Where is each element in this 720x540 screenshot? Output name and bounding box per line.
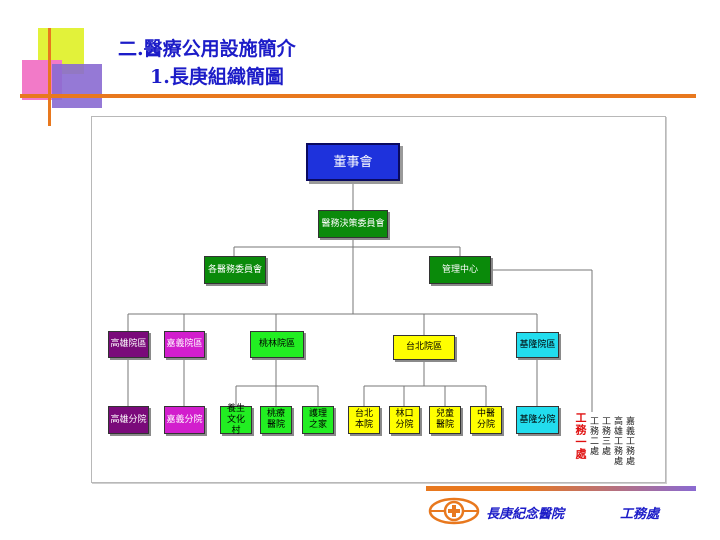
kaohsiung-district-node: 高雄院區: [108, 331, 149, 358]
taoyuan-hospital-node: 桃療 醫院: [260, 406, 292, 434]
chiayi-district-node: 嘉義院區: [164, 331, 205, 358]
hospital-logo-icon: [428, 497, 480, 525]
deco-vertical-rule: [48, 28, 51, 126]
wellness-village-node: 養生 文化村: [220, 404, 252, 436]
policy-committee-node: 醫務決策委員會: [318, 210, 388, 238]
works-dept-3-label: 工務三處: [600, 416, 610, 456]
footer-hospital-name: 長庚紀念醫院: [486, 507, 565, 522]
chinese-medicine-branch-node: 中醫 分院: [470, 406, 502, 434]
keelung-district-node: 基隆院區: [516, 332, 559, 358]
nursing-home-node: 護理 之家: [302, 406, 334, 434]
board-of-directors-node: 董事會: [306, 143, 400, 181]
taipei-main-hospital-node: 台北 本院: [348, 406, 380, 434]
linkou-branch-node: 林口 分院: [389, 406, 420, 434]
works-dept-2-label: 工務二處: [588, 416, 598, 456]
chart-frame: [91, 116, 666, 483]
footer-rule: [426, 486, 696, 491]
works-dept-4-label: 高雄工務處: [612, 416, 622, 466]
slide-title: 二.醫療公用設施簡介: [118, 38, 296, 60]
slide-subtitle: 1.長庚組織簡圖: [150, 66, 284, 88]
keelung-branch-node: 基隆分院: [516, 406, 559, 434]
deco-orange-rule: [20, 94, 696, 98]
chiayi-branch-node: 嘉義分院: [164, 406, 205, 434]
works-dept-5-label: 嘉義工務處: [624, 416, 634, 466]
medical-committee-node: 各醫務委員會: [204, 256, 266, 284]
childrens-hospital-node: 兒童 醫院: [429, 406, 461, 434]
taipei-district-node: 台北院區: [393, 335, 455, 360]
management-center-node: 管理中心: [429, 256, 491, 284]
kaohsiung-branch-node: 高雄分院: [108, 406, 149, 434]
footer-department: 工務處: [620, 507, 660, 522]
linkou-district-node: 桃林院區: [250, 331, 304, 358]
works-dept-1-label: 工務一處: [574, 412, 587, 460]
deco-purple-square: [52, 64, 102, 108]
